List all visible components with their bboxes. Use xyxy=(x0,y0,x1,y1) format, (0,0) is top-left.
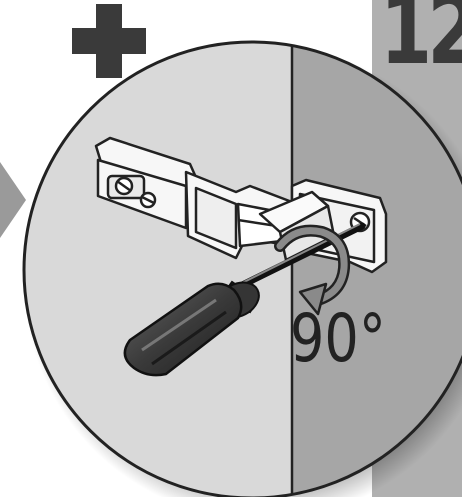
plus-icon xyxy=(72,4,146,78)
rotate-clockwise-arrow-icon xyxy=(274,224,351,316)
pointer-arrow-icon xyxy=(0,162,26,238)
screwdriver-icon xyxy=(123,280,260,377)
rotation-angle-label: 90° xyxy=(290,300,386,377)
circle-outline xyxy=(22,40,462,497)
step-number: 12 xyxy=(380,0,462,86)
